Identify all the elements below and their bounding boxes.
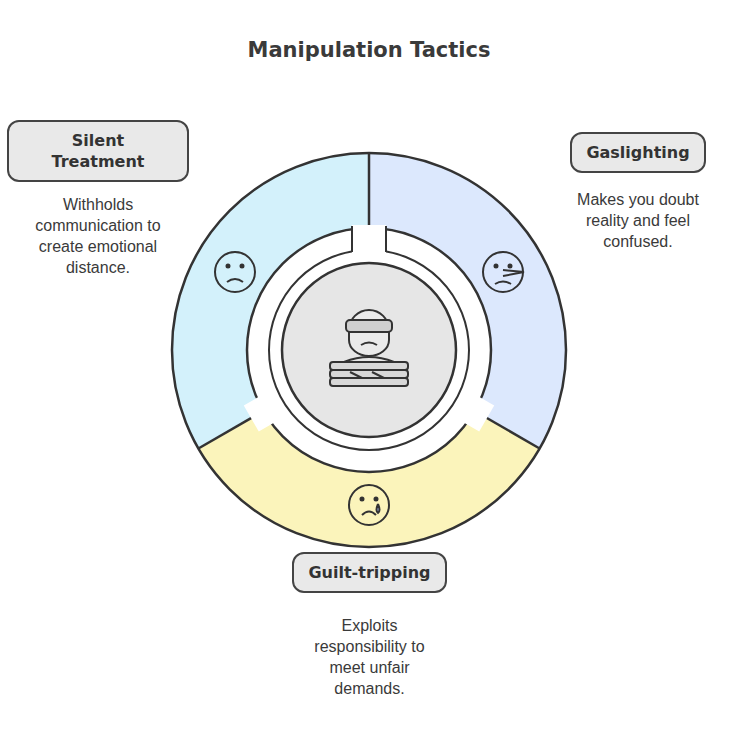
tactic-description: Makes you doubt reality and feel confuse… (573, 189, 703, 252)
tactic-heading: Gaslighting (570, 132, 705, 173)
center-disc (282, 263, 456, 437)
gap-edges (352, 226, 386, 252)
tactic-heading: Silent Treatment (7, 120, 189, 182)
tactic-heading: Guilt-tripping (292, 552, 446, 593)
tactic-node: Guilt-trippingExploits responsibility to… (292, 552, 447, 699)
blindfold-figure (330, 310, 408, 386)
tactic-description: Withholds communication to create emotio… (28, 194, 168, 278)
crying-face (349, 485, 389, 525)
wheel-outline (172, 153, 566, 547)
lying-face (483, 252, 524, 292)
diagram-title: Manipulation Tactics (0, 38, 738, 62)
tactic-node: GaslightingMakes you doubt reality and f… (570, 132, 706, 252)
inner-ring-edge (269, 250, 469, 450)
inner-ring (247, 228, 491, 472)
sad-face (215, 252, 255, 292)
tactic-node: Silent TreatmentWithholds communication … (7, 120, 189, 278)
tactic-description: Exploits responsibility to meet unfair d… (295, 615, 445, 699)
